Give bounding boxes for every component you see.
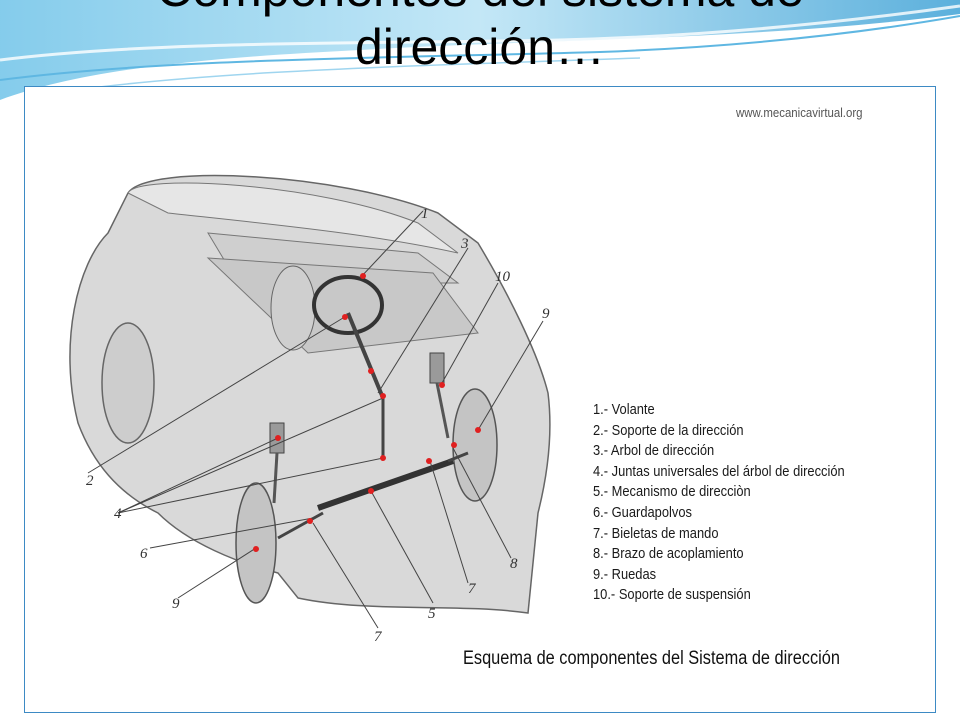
rear-wheel: [101, 322, 155, 444]
callout-4: 4: [114, 506, 122, 522]
callout-9b: 9: [172, 596, 180, 612]
slide-title-line2: dirección…: [354, 19, 606, 75]
legend: 1.- Volante 2.- Soporte de la dirección …: [593, 400, 886, 606]
figure-caption: Esquema de componentes del Sistema de di…: [463, 648, 840, 669]
legend-item-9: 9.- Ruedas: [593, 565, 657, 583]
spare-wheel: [270, 265, 316, 351]
suspension-mount-right: [429, 352, 445, 384]
strut-left: [272, 452, 279, 504]
callout-3: 3: [460, 236, 469, 252]
strut-right: [435, 382, 450, 439]
leader-lines: [87, 210, 544, 629]
legend-item-1: 1.- Volante: [593, 401, 655, 418]
legend-item-6: 6.- Guardapolvos: [593, 503, 692, 521]
legend-item-2: 2.- Soporte de la dirección: [593, 421, 744, 439]
legend-item-3: 3.- Arbol de dirección: [593, 442, 715, 460]
legend-item-5: 5.- Mecanismo de direcciòn: [593, 483, 751, 501]
tie-rod-left: [277, 511, 324, 540]
legend-item-7: 7.- Bieletas de mando: [593, 524, 719, 542]
callout-2: 2: [86, 473, 94, 489]
callout-8: 8: [510, 556, 518, 572]
steering-column: [346, 312, 385, 399]
slide-title: Componentes del sistema de dirección…: [0, 0, 960, 76]
callout-10: 10: [495, 269, 511, 285]
source-watermark: www.mecanicavirtual.org: [736, 105, 863, 120]
car-roof: [127, 182, 459, 254]
legend-item-8: 8.- Brazo de acoplamiento: [593, 545, 744, 563]
callout-6: 6: [140, 546, 148, 562]
callout-7b: 7: [374, 629, 383, 645]
callout-5: 5: [428, 606, 436, 622]
left-wheel: [235, 482, 277, 604]
steering-system-diagram: 1 2 3 4 5 6 7 7 8 9 9 10: [69, 174, 551, 645]
callout-9a: 9: [542, 306, 550, 322]
callout-7a: 7: [468, 581, 477, 597]
header-swoosh-decoration: [0, 0, 960, 100]
callout-1: 1: [421, 206, 429, 222]
slide-title-line1: Componentes del sistema de: [0, 0, 960, 18]
component-markers: [253, 273, 481, 552]
steering-wheel: [312, 275, 384, 335]
right-wheel: [452, 388, 498, 502]
legend-item-4: 4.- Juntas universales del árbol de dire…: [593, 462, 845, 480]
legend-item-10: 10.- Soporte de suspensión: [593, 586, 751, 604]
steering-rack: [317, 458, 454, 511]
